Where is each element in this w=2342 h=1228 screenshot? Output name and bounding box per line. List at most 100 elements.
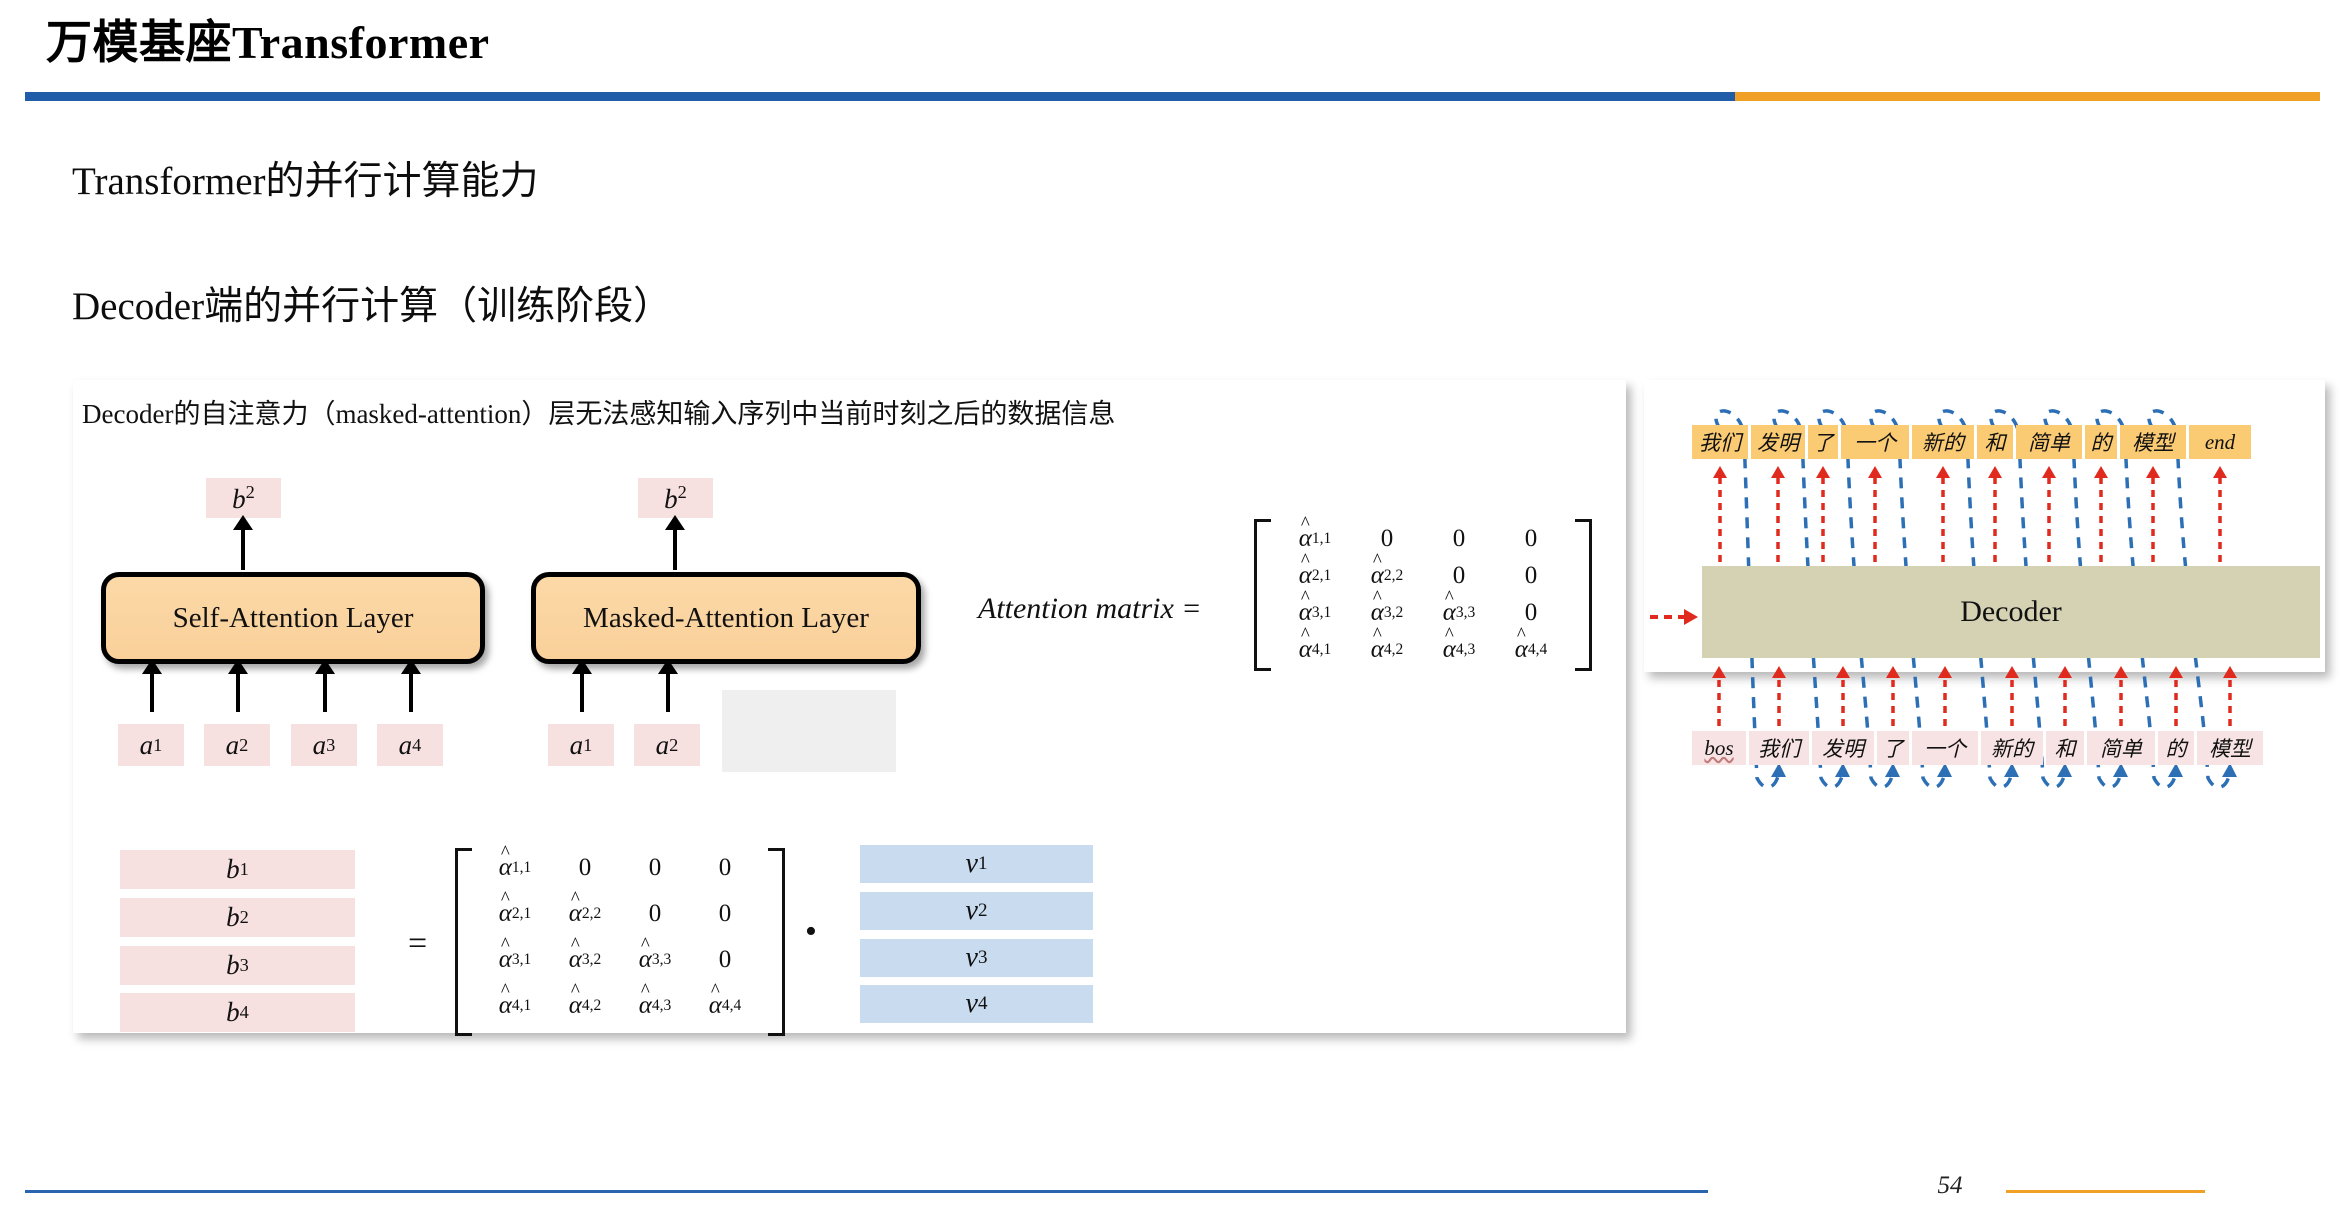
decoder-output-token-1: 我们 bbox=[1692, 425, 1748, 459]
masked-attention-output-label: b2 bbox=[664, 481, 687, 514]
decoder-input-token-3: 发明 bbox=[1812, 731, 1874, 765]
decoder-flow-arrow bbox=[1938, 666, 1952, 726]
matrix-bracket-right bbox=[1575, 519, 1592, 671]
self-attention-input-arrow-2 bbox=[228, 659, 248, 712]
encoder-input-arrow bbox=[1650, 606, 1698, 633]
header-rule-blue bbox=[25, 92, 1735, 101]
masked-attention-output-box: b2 bbox=[638, 478, 713, 518]
masked-attention-input-arrow-2 bbox=[658, 659, 678, 712]
self-attention-layer-label: Self-Attention Layer bbox=[172, 601, 414, 634]
decoder-input-token-4: 了 bbox=[1877, 731, 1909, 765]
matrix-cell: 0 bbox=[648, 853, 662, 881]
matrix-bracket-left bbox=[1254, 519, 1271, 671]
decoder-output-token-9: 模型 bbox=[2120, 425, 2186, 459]
self-attention-output-arrow bbox=[233, 515, 253, 570]
masked-attention-output-arrow bbox=[665, 515, 685, 570]
matrix-cell: 0 bbox=[1452, 524, 1466, 552]
matrix-cell: 0 bbox=[1524, 561, 1538, 589]
footer-rule-blue bbox=[25, 1190, 1708, 1193]
decoder-flow-arrow bbox=[1886, 666, 1900, 726]
decoder-flow-arrow bbox=[1836, 666, 1850, 726]
decoder-feedback-arrowhead bbox=[1771, 763, 1786, 777]
decoder-feedback-arrowhead bbox=[2057, 763, 2072, 777]
self-attention-input-arrow-3 bbox=[315, 659, 335, 712]
masked-attention-layer-box: Masked-Attention Layer bbox=[531, 572, 921, 664]
decoder-flow-arrow bbox=[2114, 666, 2128, 726]
decoder-input-token-1: bos bbox=[1692, 731, 1746, 765]
decoder-output-token-2: 发明 bbox=[1751, 425, 1805, 459]
panel-caption: Decoder的自注意力（masked-attention）层无法感知输入序列中… bbox=[82, 399, 1116, 429]
decoder-flow-arrow bbox=[1712, 666, 1726, 726]
decoder-output-token-4: 一个 bbox=[1841, 425, 1909, 459]
dot-product-symbol: • bbox=[805, 913, 817, 950]
masked-attention-layer-label: Masked-Attention Layer bbox=[583, 601, 869, 634]
matrix-cell: 0 bbox=[718, 899, 732, 927]
matrix-cell: 0 bbox=[1524, 598, 1538, 626]
equation-matrix-bracket-right bbox=[768, 848, 785, 1036]
decoder-output-token-3: 了 bbox=[1808, 425, 1838, 459]
decoder-input-token-8: 简单 bbox=[2087, 731, 2155, 765]
decoder-output-token-8: 的 bbox=[2085, 425, 2117, 459]
decoder-output-token-6: 和 bbox=[1977, 425, 2013, 459]
decoder-flow-arrow bbox=[1772, 666, 1786, 726]
decoder-flow-arrow bbox=[2058, 666, 2072, 726]
attention-matrix-label: Attention matrix = bbox=[978, 592, 1202, 625]
header-rule-orange bbox=[1735, 92, 2320, 101]
decoder-block-label: Decoder bbox=[1960, 595, 2062, 628]
masked-attention-input-arrow-1 bbox=[572, 659, 592, 712]
decoder-feedback-arrowhead bbox=[2168, 763, 2183, 777]
decoder-input-token-2: 我们 bbox=[1749, 731, 1809, 765]
equation-matrix-bracket-left bbox=[455, 848, 472, 1036]
decoder-input-token-5: 一个 bbox=[1912, 731, 1978, 765]
decoder-output-token-5: 新的 bbox=[1912, 425, 1974, 459]
decoder-block: Decoder bbox=[1702, 566, 2320, 658]
decoder-feedback-arrowhead bbox=[1937, 763, 1952, 777]
matrix-cell: 0 bbox=[578, 853, 592, 881]
page-title: 万模基座Transformer bbox=[46, 17, 490, 68]
matrix-cell: 0 bbox=[648, 899, 662, 927]
self-attention-layer-box: Self-Attention Layer bbox=[101, 572, 485, 664]
page-number: 54 bbox=[1937, 1172, 1963, 1199]
decoder-feedback-arrowhead bbox=[1885, 763, 1900, 777]
matrix-cell: 0 bbox=[1380, 524, 1394, 552]
decoder-feedback-arrowhead bbox=[2004, 763, 2019, 777]
matrix-cell: 0 bbox=[1524, 524, 1538, 552]
subheading-decoder-parallel: Decoder端的并行计算（训练阶段） bbox=[72, 285, 673, 328]
self-attention-output-label: b2 bbox=[232, 481, 255, 514]
decoder-flow-arrow bbox=[2005, 666, 2019, 726]
decoder-feedback-arrowhead bbox=[1835, 763, 1850, 777]
decoder-flow-arrow bbox=[2169, 666, 2183, 726]
decoder-output-token-10: end bbox=[2189, 425, 2251, 459]
decoder-flow-arrow bbox=[2223, 666, 2237, 726]
equals-sign: = bbox=[408, 925, 428, 962]
footer-rule-orange bbox=[2006, 1190, 2205, 1193]
